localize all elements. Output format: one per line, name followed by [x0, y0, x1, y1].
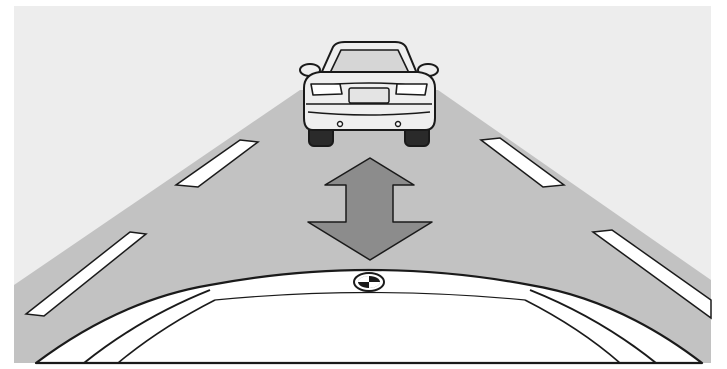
car-logo-roundel-icon: [354, 273, 384, 291]
